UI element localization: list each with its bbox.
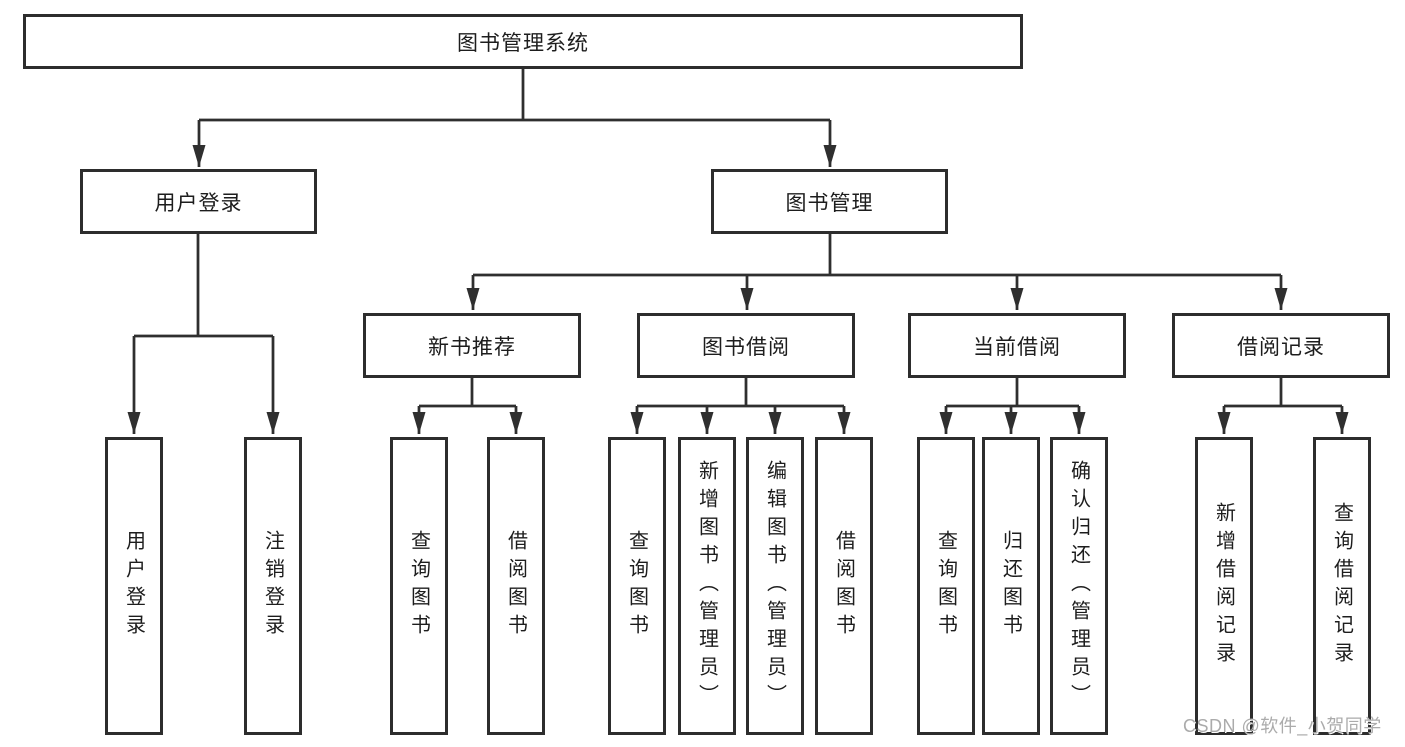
leaf-query-books-current: 查询图书 (917, 437, 975, 735)
node-book-borrow: 图书借阅 (637, 313, 855, 378)
leaf-user-login: 用户登录 (105, 437, 163, 735)
node-book-management-label: 图书管理 (785, 191, 874, 215)
leaf-query-borrow-record-label: 查询借阅记录 (1330, 502, 1353, 670)
leaf-query-borrow-record: 查询借阅记录 (1313, 437, 1371, 735)
node-new-book-recommend: 新书推荐 (363, 313, 581, 378)
leaf-add-borrow-record-label: 新增借阅记录 (1212, 502, 1235, 670)
node-book-management: 图书管理 (711, 169, 948, 234)
leaf-logout: 注销登录 (244, 437, 302, 735)
node-borrow-records: 借阅记录 (1172, 313, 1390, 378)
leaf-confirm-return-admin-label: 确认归还（管理员） (1067, 460, 1090, 712)
leaf-return-books: 归还图书 (982, 437, 1040, 735)
leaf-borrow-books-label: 借阅图书 (832, 530, 855, 642)
leaf-borrow-books-recommend: 借阅图书 (487, 437, 545, 735)
node-new-book-recommend-label: 新书推荐 (428, 335, 516, 359)
node-borrow-records-label: 借阅记录 (1237, 335, 1325, 359)
node-user-login: 用户登录 (80, 169, 317, 234)
leaf-add-book-admin-label: 新增图书（管理员） (695, 460, 718, 712)
node-current-borrow: 当前借阅 (908, 313, 1126, 378)
leaf-query-books-borrow: 查询图书 (608, 437, 666, 735)
leaf-confirm-return-admin: 确认归还（管理员） (1050, 437, 1108, 735)
node-user-login-label: 用户登录 (154, 191, 243, 215)
node-current-borrow-label: 当前借阅 (973, 335, 1061, 359)
leaf-add-book-admin: 新增图书（管理员） (678, 437, 736, 735)
leaf-query-books-current-label: 查询图书 (934, 530, 957, 642)
node-root: 图书管理系统 (23, 14, 1023, 69)
csdn-watermark: CSDN @软件_小贺同学 (1183, 716, 1382, 736)
leaf-borrow-books-recommend-label: 借阅图书 (504, 530, 527, 642)
node-root-label: 图书管理系统 (457, 31, 589, 55)
leaf-user-login-label: 用户登录 (122, 530, 145, 642)
leaf-add-borrow-record: 新增借阅记录 (1195, 437, 1253, 735)
leaf-query-books-recommend: 查询图书 (390, 437, 448, 735)
leaf-edit-book-admin: 编辑图书（管理员） (746, 437, 804, 735)
leaf-borrow-books: 借阅图书 (815, 437, 873, 735)
node-book-borrow-label: 图书借阅 (702, 335, 790, 359)
leaf-edit-book-admin-label: 编辑图书（管理员） (763, 460, 786, 712)
leaf-query-books-recommend-label: 查询图书 (407, 530, 430, 642)
leaf-query-books-borrow-label: 查询图书 (625, 530, 648, 642)
leaf-logout-label: 注销登录 (261, 530, 284, 642)
leaf-return-books-label: 归还图书 (999, 530, 1022, 642)
